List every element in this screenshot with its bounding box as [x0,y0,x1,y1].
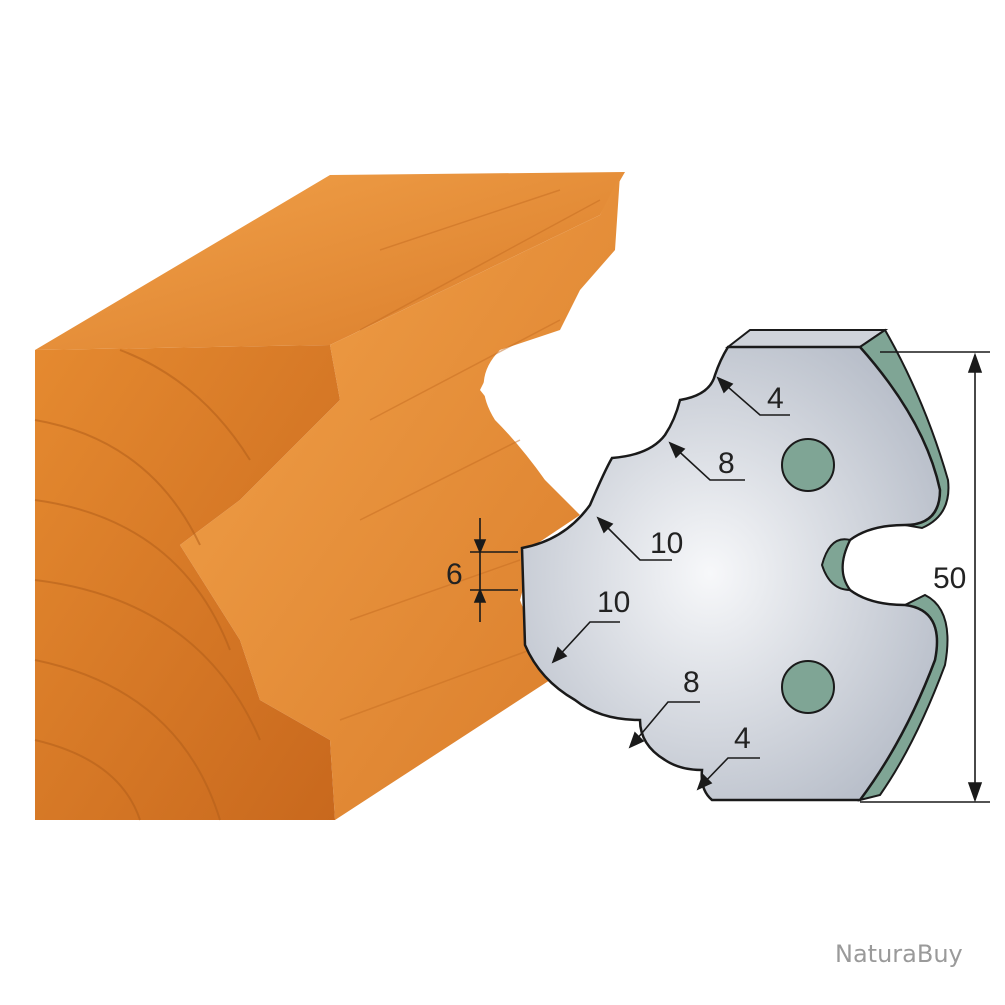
radius-label-3: 10 [650,527,683,560]
mounting-hole-upper [781,438,835,492]
knife-face [520,345,942,802]
height-dimension-label: 50 [933,562,966,595]
wood-grain-rings [34,349,261,821]
offset-dimension-label: 6 [446,558,463,591]
wood-top-face [35,172,625,350]
knife-top-face [725,329,889,348]
radius-label-6: 4 [734,722,751,755]
dimension-annotations [470,351,990,803]
wood-side-face [180,175,620,820]
wood-side-profile-cutout [483,350,545,480]
mounting-hole-lower [781,660,835,714]
watermark: NaturaBuy [835,940,963,968]
wood-grain-lines [339,189,601,721]
radius-label-1: 4 [767,382,784,415]
wood-workpiece [34,172,625,821]
profile-knife [520,328,950,802]
knife-notch-inner [820,538,852,592]
radius-label-2: 8 [718,447,735,480]
radius-label-4: 10 [597,586,630,619]
wood-end-grain-face [35,345,340,820]
radius-label-5: 8 [683,666,700,699]
